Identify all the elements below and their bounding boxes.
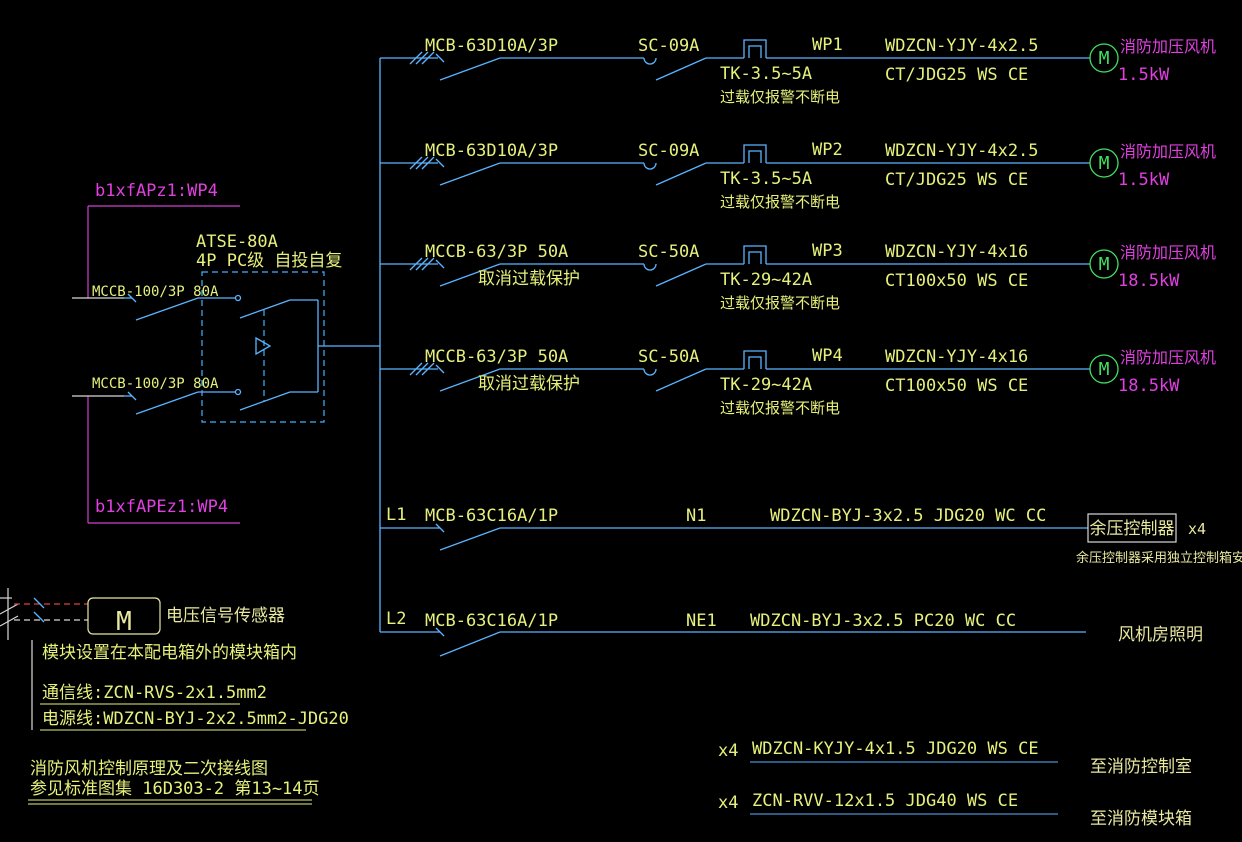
relay-label: TK-29~42A	[720, 270, 812, 290]
relay-label: TK-29~42A	[720, 375, 812, 395]
motor-icon	[1089, 249, 1119, 279]
breaker-label: MCB-63D10A/3P	[425, 141, 558, 161]
l2-load: 风机房照明	[1118, 625, 1203, 645]
sensor-section: M 电压信号传感器 模块设置在本配电箱外的模块箱内 通信线:ZCN-RVS-2x…	[0, 588, 349, 731]
l1-cable: WDZCN-BYJ-3x2.5 JDG20 WC CC	[770, 506, 1046, 526]
cc1-count: x4	[718, 741, 738, 761]
circuit-l1: L1 MCB-63C16A/1P N1 WDZCN-BYJ-3x2.5 JDG2…	[380, 505, 1242, 566]
l1-phase: L1	[386, 505, 406, 525]
power-label: 1.5kW	[1118, 170, 1170, 190]
cc2-dest: 至消防模块箱	[1090, 809, 1192, 829]
motor-symbol: M	[1099, 153, 1110, 174]
circuit-wp2: M MCB-63D10A/3P SC-09A TK-3.5~5A 过载仅报警不断电 WP2…	[380, 140, 1216, 211]
mccb1-label: MCCB-100/3P 80A	[92, 284, 219, 300]
cc2-count: x4	[718, 793, 738, 813]
drawing-title: 消防风机控制原理及二次接线图 参见标准图集 16D303-2 第13~14页	[28, 759, 320, 805]
install-label: CT100x50 WS CE	[885, 376, 1028, 396]
cc1-dest: 至消防控制室	[1090, 757, 1192, 777]
cc2-cable: ZCN-RVV-12x1.5 JDG40 WS CE	[752, 791, 1018, 811]
breaker-note: 取消过载保护	[478, 269, 580, 289]
relay-note: 过载仅报警不断电	[720, 294, 840, 312]
l2-cable: WDZCN-BYJ-3x2.5 PC20 WC CC	[750, 611, 1016, 631]
circuit-wp1: M MCB-63D10A/3P SC-09A TK-3.5~5A 过载仅报警不断电 WP1…	[380, 35, 1216, 106]
contactor-label: SC-50A	[638, 347, 699, 367]
motor-icon	[1089, 354, 1119, 384]
sensor-note: 模块设置在本配电箱外的模块箱内	[42, 643, 297, 663]
breaker-label: MCB-63D10A/3P	[425, 36, 558, 56]
l1-load: 余压控制器	[1090, 519, 1175, 539]
circuit-l2: L2 MCB-63C16A/1P NE1 WDZCN-BYJ-3x2.5 PC2…	[380, 609, 1203, 657]
control-cables: x4 WDZCN-KYJY-4x1.5 JDG20 WS CE 至消防控制室 x…	[718, 739, 1192, 829]
install-label: CT/JDG25 WS CE	[885, 65, 1028, 85]
motor-symbol: M	[1099, 48, 1110, 69]
cable-label: WDZCN-YJY-4x2.5	[885, 36, 1039, 56]
circuit-id: WP2	[812, 140, 843, 160]
cable-label: WDZCN-YJY-4x2.5	[885, 141, 1039, 161]
sensor-comm: 通信线:ZCN-RVS-2x1.5mm2	[42, 683, 267, 703]
relay-note: 过载仅报警不断电	[720, 399, 840, 417]
l2-breaker: MCB-63C16A/1P	[425, 611, 558, 631]
circuit-id: WP3	[812, 241, 843, 261]
relay-label: TK-3.5~5A	[720, 64, 812, 84]
breaker-note: 取消过载保护	[478, 374, 580, 394]
load-label: 消防加压风机	[1120, 37, 1216, 56]
l1-breaker: MCB-63C16A/1P	[425, 506, 558, 526]
motor-symbol: M	[1099, 254, 1110, 275]
load-label: 消防加压风机	[1120, 243, 1216, 262]
mccb2-label: MCCB-100/3P 80A	[92, 376, 219, 392]
atse-box	[201, 271, 325, 423]
circuit-id: WP1	[812, 35, 843, 55]
contactor-label: SC-09A	[638, 141, 699, 161]
power-label: 1.5kW	[1118, 65, 1170, 85]
breaker-label: MCCB-63/3P 50A	[425, 347, 568, 367]
contactor-label: SC-50A	[638, 242, 699, 262]
feed2-label: b1xfAPEz1:WP4	[95, 497, 228, 517]
load-label: 消防加压风机	[1120, 348, 1216, 367]
motor-icon	[1089, 43, 1119, 73]
install-label: CT100x50 WS CE	[885, 271, 1028, 291]
install-label: CT/JDG25 WS CE	[885, 170, 1028, 190]
l1-note: 余压控制器采用独立控制箱安装	[1076, 550, 1242, 566]
circuit-wp3: M MCCB-63/3P 50A 取消过载保护 SC-50A TK-29~42A 过载仅报…	[380, 241, 1216, 312]
contactor-label: SC-09A	[638, 36, 699, 56]
sensor-box	[87, 597, 161, 635]
l1-id: N1	[686, 506, 706, 526]
power-label: 18.5kW	[1118, 271, 1180, 291]
sensor-symbol: M	[116, 607, 132, 637]
l2-phase: L2	[386, 609, 406, 629]
cable-label: WDZCN-YJY-4x16	[885, 242, 1028, 262]
atse-actuator-icon	[255, 336, 272, 356]
motor-circuits: M MCB-63D10A/3P SC-09A TK-3.5~5A 过载仅报警不断电 WP1…	[380, 35, 1216, 417]
relay-label: TK-3.5~5A	[720, 169, 812, 189]
circuit-id: WP4	[812, 346, 843, 366]
breaker-label: MCCB-63/3P 50A	[425, 242, 568, 262]
load-label: 消防加压风机	[1120, 142, 1216, 161]
cc1-cable: WDZCN-KYJY-4x1.5 JDG20 WS CE	[752, 739, 1039, 759]
atse-model: ATSE-80A	[196, 232, 278, 252]
relay-note: 过载仅报警不断电	[720, 193, 840, 211]
motor-symbol: M	[1099, 359, 1110, 380]
l1-count: x4	[1188, 520, 1206, 538]
sensor-power: 电源线:WDZCN-BYJ-2x2.5mm2-JDG20	[42, 709, 349, 729]
source-section: b1xfAPz1:WP4 b1xfAPEz1:WP4 MCCB-100/3P 8…	[72, 181, 380, 524]
cable-label: WDZCN-YJY-4x16	[885, 347, 1028, 367]
relay-note: 过载仅报警不断电	[720, 88, 840, 106]
feed1-label: b1xfAPz1:WP4	[95, 181, 218, 201]
atse-spec: 4P PC级 自投自复	[196, 251, 342, 271]
footer-title: 消防风机控制原理及二次接线图	[30, 759, 268, 779]
l2-id: NE1	[686, 611, 717, 631]
power-label: 18.5kW	[1118, 376, 1180, 396]
circuit-wp4: M MCCB-63/3P 50A 取消过载保护 SC-50A TK-29~42A 过载仅报…	[380, 346, 1216, 417]
sensor-label: 电压信号传感器	[166, 606, 285, 626]
footer-ref: 参见标准图集 16D303-2 第13~14页	[30, 779, 320, 799]
motor-icon	[1089, 148, 1119, 178]
residual-controller-box	[1087, 513, 1177, 543]
